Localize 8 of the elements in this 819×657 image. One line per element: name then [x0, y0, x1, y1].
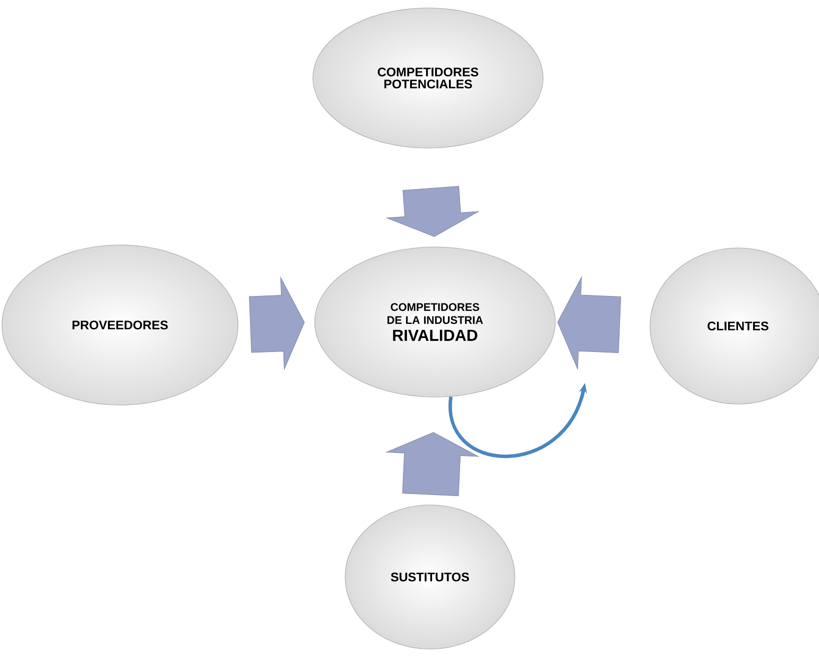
block-arrow	[386, 186, 479, 237]
ellipse-node: COMPETIDORES DE LA INDUSTRIA RIVALIDAD	[314, 246, 556, 398]
block-arrow	[386, 432, 479, 496]
block-arrow	[557, 276, 622, 370]
ellipse-node: SUSTITUTOS	[344, 504, 516, 650]
ellipse-node: PROVEEDORES	[2, 244, 238, 406]
ellipse-node: COMPETIDORES POTENCIALES	[312, 8, 544, 148]
block-arrow	[249, 277, 305, 370]
